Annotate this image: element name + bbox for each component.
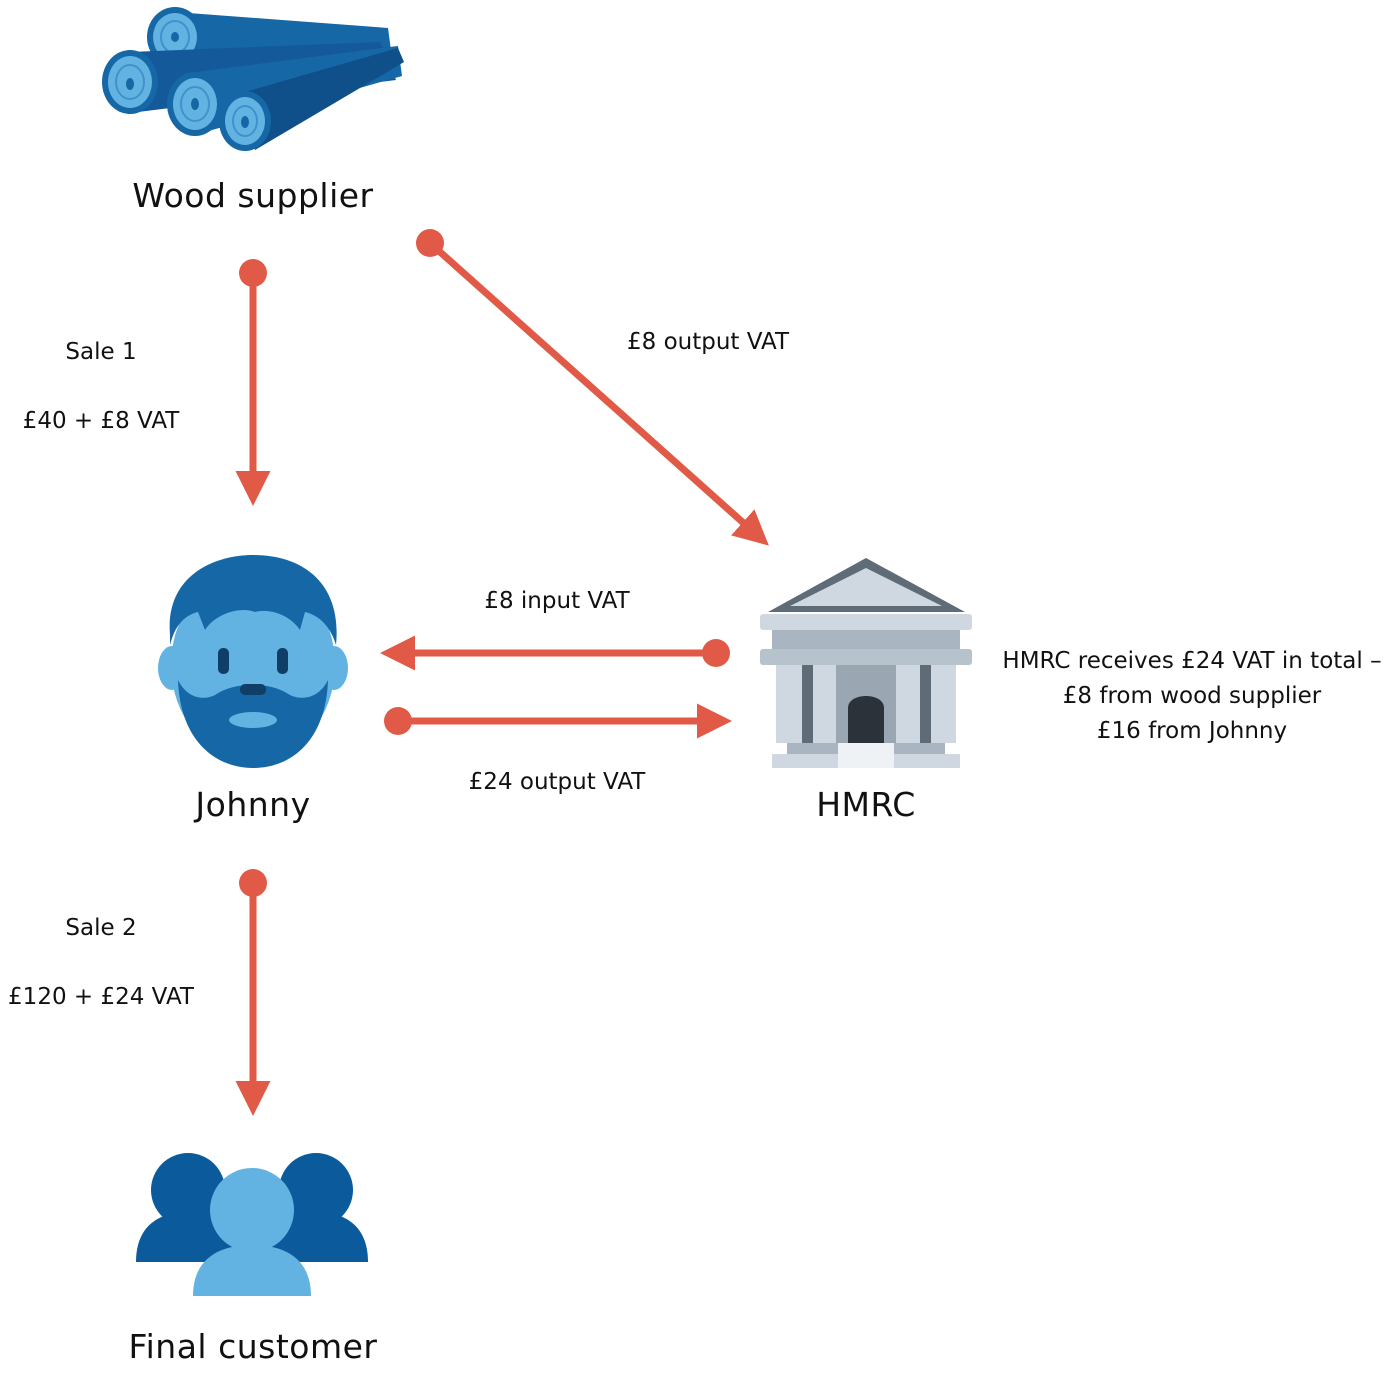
logs-icon [102, 7, 404, 151]
hmrc-note-line3: £16 from Johnny [1096, 718, 1288, 744]
supplier-output-vat-label: £8 output VAT [626, 329, 790, 355]
arrow-input-vat [380, 635, 730, 671]
sale1-title: Sale 1 [65, 339, 137, 365]
sale2-title: Sale 2 [65, 915, 137, 941]
arrow-johnny-output-vat [384, 703, 732, 739]
input-vat-label: £8 input VAT [484, 588, 630, 614]
node-label-johnny: Johnny [195, 785, 311, 824]
arrow-sale1 [235, 259, 271, 506]
arrow-supplier-output-vat [416, 229, 769, 546]
bearded-man-icon [158, 555, 348, 768]
sale1-amount: £40 + £8 VAT [22, 408, 180, 434]
johnny-output-vat-label: £24 output VAT [468, 769, 646, 795]
arrow-sale2 [235, 869, 271, 1116]
node-label-final-customer: Final customer [128, 1327, 378, 1366]
user-group-icon [136, 1153, 368, 1296]
node-label-wood-supplier: Wood supplier [132, 176, 374, 215]
hmrc-vat-note: HMRC receives £24 VAT in total – £8 from… [1002, 644, 1381, 749]
bank-building-icon [760, 558, 972, 768]
node-label-hmrc: HMRC [816, 785, 916, 824]
hmrc-note-line2: £8 from wood supplier [1062, 683, 1322, 709]
sale2-amount: £120 + £24 VAT [8, 984, 194, 1010]
hmrc-note-line1: HMRC receives £24 VAT in total – [1002, 648, 1382, 674]
